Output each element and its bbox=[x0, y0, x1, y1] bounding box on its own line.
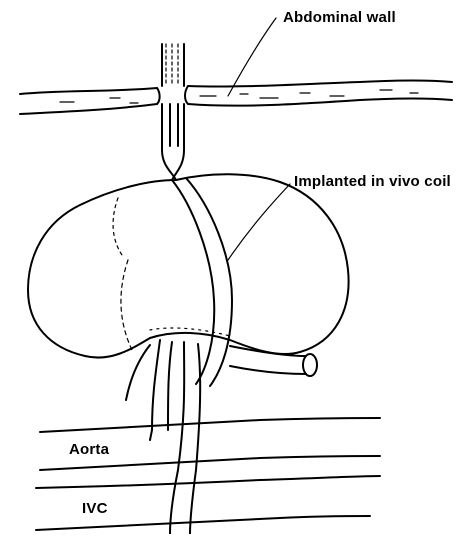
aorta-label: Aorta bbox=[69, 441, 109, 458]
ivc-label: IVC bbox=[82, 500, 108, 517]
kidney bbox=[28, 174, 349, 357]
leader-coil bbox=[228, 184, 290, 260]
coil-lead bbox=[162, 44, 184, 180]
coil-label: Implanted in vivo coil bbox=[294, 173, 451, 190]
abdominal-wall bbox=[20, 81, 452, 115]
abdominal-wall-label: Abdominal wall bbox=[283, 9, 396, 26]
renal-vessels bbox=[126, 340, 200, 534]
leader-abdominal-wall bbox=[228, 18, 276, 96]
coil-loop bbox=[172, 178, 232, 386]
